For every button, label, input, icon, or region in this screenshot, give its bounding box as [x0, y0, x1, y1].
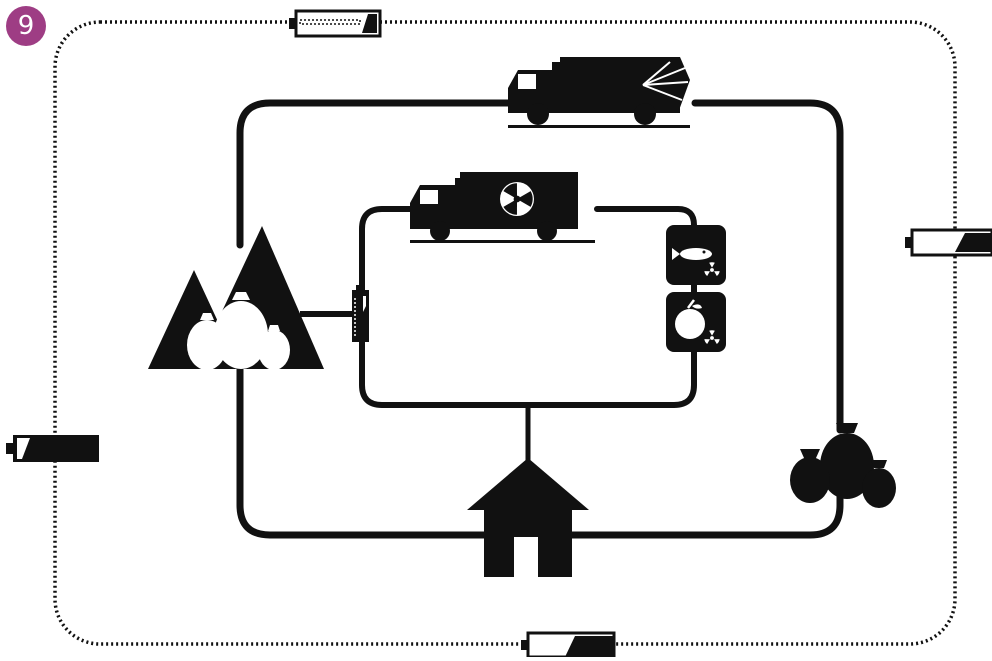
battery-low-icon [6, 435, 99, 462]
battery-low-icon [905, 230, 992, 255]
step-number: 9 [18, 11, 35, 41]
battery-low-icon [521, 633, 614, 657]
trash-bags-icon [790, 423, 896, 508]
vertical-battery-icon [352, 285, 369, 342]
inner-cycle-loop [362, 209, 694, 405]
step-number-badge: 9 [6, 6, 46, 46]
landfill-mountain-icon [148, 226, 324, 370]
radioactive-truck-icon [410, 172, 595, 243]
battery-low-icon [289, 11, 380, 36]
contaminated-apple-icon [666, 292, 726, 352]
contaminated-fish-icon [666, 225, 726, 285]
house-icon [467, 458, 589, 577]
garbage-truck-icon [508, 57, 690, 128]
